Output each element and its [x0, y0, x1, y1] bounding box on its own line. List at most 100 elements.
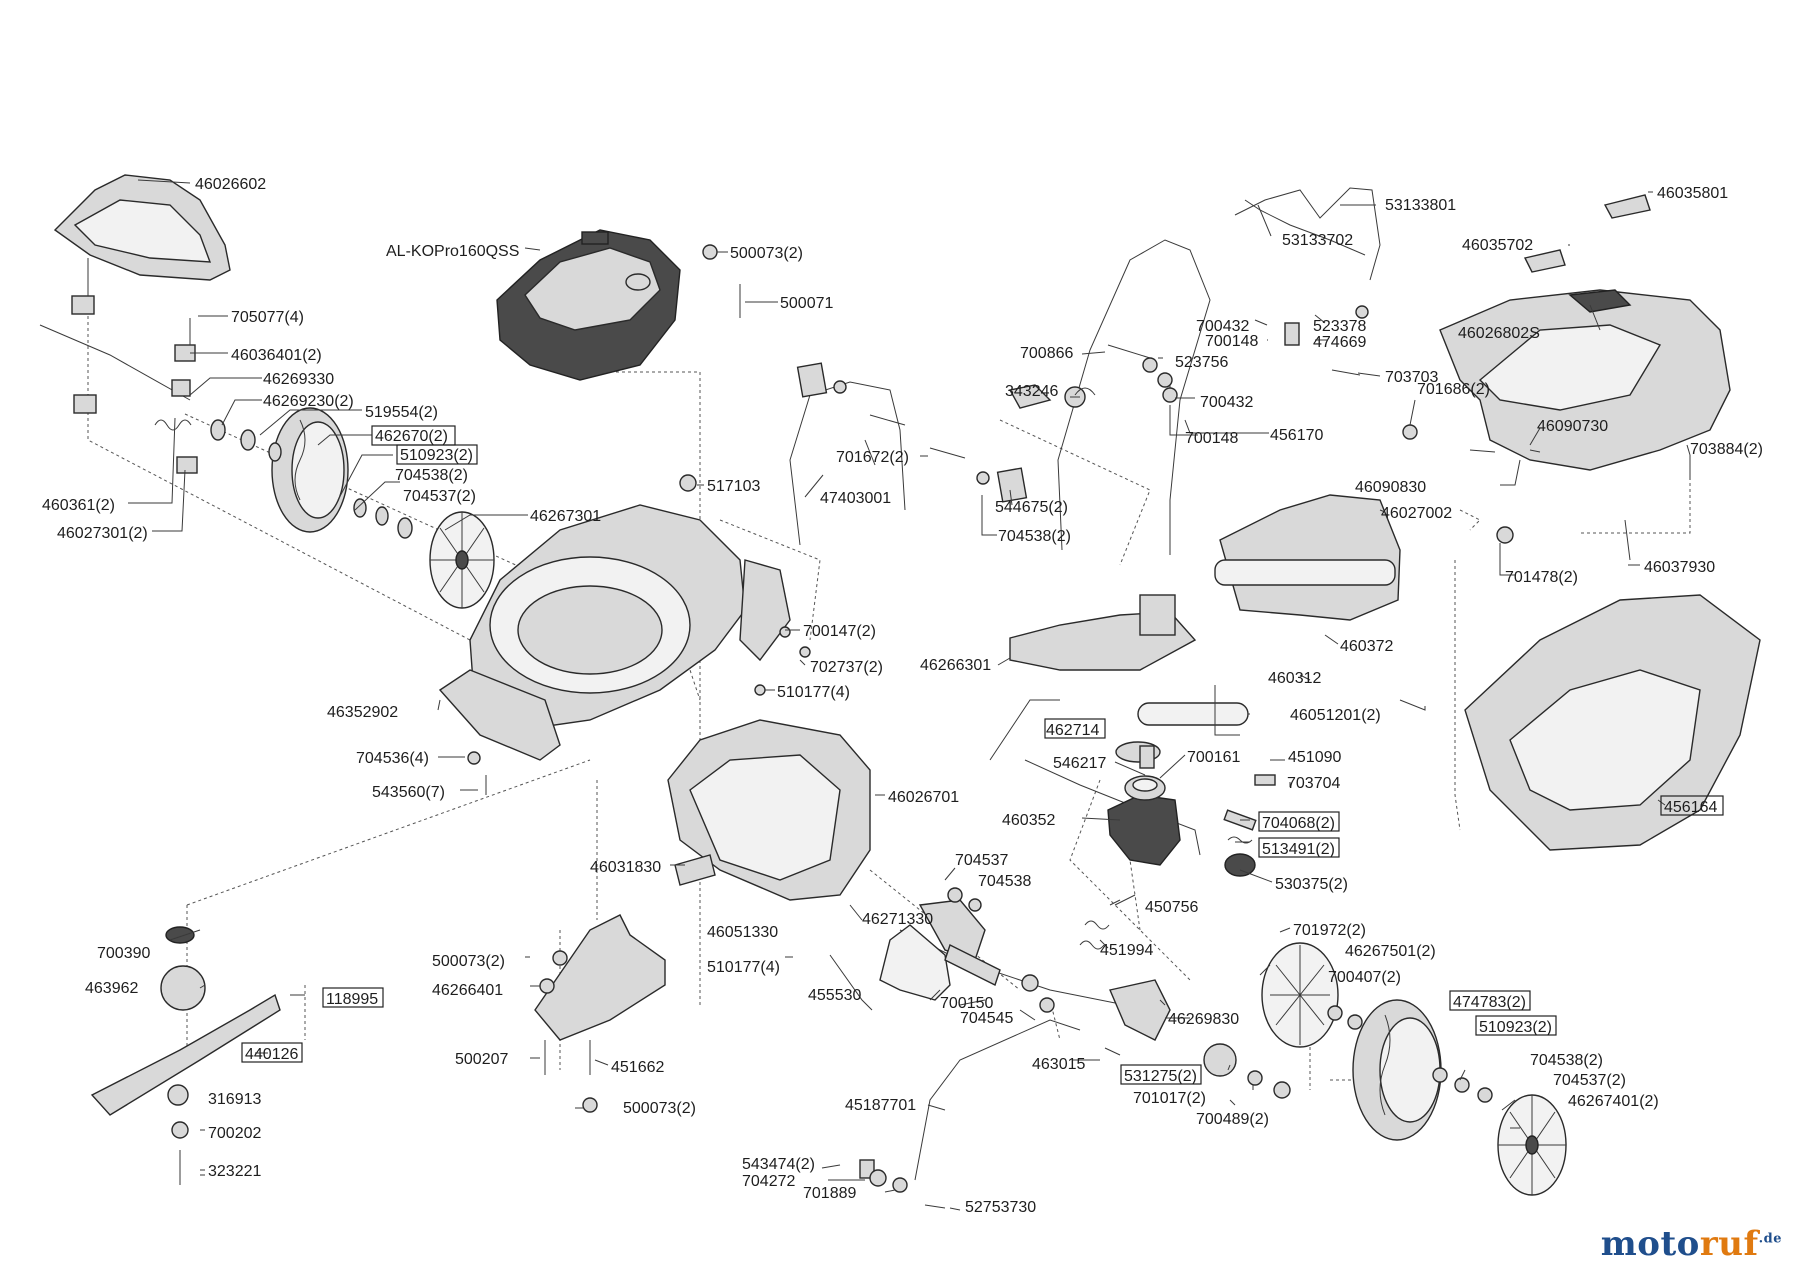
- part-label: 46026602: [195, 176, 266, 193]
- part-label: 701478(2): [1505, 569, 1578, 586]
- part-label: 52753730: [965, 1199, 1036, 1216]
- part-label: 704537(2): [403, 488, 476, 505]
- part-label: 451090: [1288, 749, 1341, 766]
- part-label: 523756: [1175, 354, 1228, 371]
- part-label: 46269230(2): [263, 393, 354, 410]
- drive-cable-part: [989, 699, 1155, 930]
- blade-assembly-part: [90, 926, 598, 1185]
- misc-spring-part: [1008, 384, 1276, 950]
- part-label: 46026802S: [1458, 325, 1540, 342]
- part-label: 500071: [780, 295, 833, 312]
- part-label: 500073(2): [730, 245, 803, 262]
- part-label: 500073(2): [432, 953, 505, 970]
- part-label: 703884(2): [1690, 441, 1763, 458]
- part-label: 700150: [940, 995, 993, 1012]
- part-label: 460312: [1268, 670, 1321, 687]
- part-label: 700148: [1205, 333, 1258, 350]
- grass-box-front-part: [1214, 494, 1401, 621]
- part-label: 456164: [1664, 799, 1717, 816]
- part-label: 703703: [1385, 369, 1438, 386]
- brand-part1: moto: [1600, 1224, 1700, 1264]
- upper-handle-part: [1057, 187, 1381, 555]
- grass-bag-part: [1464, 594, 1761, 851]
- part-label: 46031830: [590, 859, 661, 876]
- part-label: 45187701: [845, 1097, 916, 1114]
- part-label: 701672(2): [836, 449, 909, 466]
- lower-handle-part: [789, 362, 1028, 546]
- engine-fasteners-part: [679, 244, 741, 492]
- part-label: 510177(4): [707, 959, 780, 976]
- part-label: 46269330: [263, 371, 334, 388]
- part-label: 46037930: [1644, 559, 1715, 576]
- part-label: 46051330: [707, 924, 778, 941]
- part-label: 474669: [1313, 334, 1366, 351]
- part-label: 700489(2): [1196, 1111, 1269, 1128]
- part-label: 546217: [1053, 755, 1106, 772]
- part-label: 460352: [1002, 812, 1055, 829]
- part-label: 47403001: [820, 490, 891, 507]
- part-label: 704538: [978, 873, 1031, 890]
- front-handle-lever-part: [859, 1019, 1081, 1209]
- part-label: 705077(4): [231, 309, 304, 326]
- part-label: 700148: [1185, 430, 1238, 447]
- rear-left-hubcap-part: [429, 511, 495, 609]
- part-label: 440126: [245, 1046, 298, 1063]
- part-label: 46051201(2): [1290, 707, 1381, 724]
- part-label: 543560(7): [372, 784, 445, 801]
- rear-left-wheel-part: [210, 407, 413, 539]
- part-label: 462714: [1046, 722, 1099, 739]
- part-label: 700407(2): [1328, 969, 1401, 986]
- part-label: 510177(4): [777, 684, 850, 701]
- part-label: 450756: [1145, 899, 1198, 916]
- part-label: 510923(2): [1479, 1019, 1552, 1036]
- part-label: 702737(2): [810, 659, 883, 676]
- part-label: 46035702: [1462, 237, 1533, 254]
- leader-lines: [128, 179, 1691, 1211]
- part-label: 704536(4): [356, 750, 429, 767]
- part-label: 704537(2): [1553, 1072, 1626, 1089]
- part-label: 500207: [455, 1051, 508, 1068]
- part-label: 455530: [808, 987, 861, 1004]
- part-label: 46271330: [862, 911, 933, 928]
- rear-chute-part: [667, 719, 871, 901]
- part-label: 316913: [208, 1091, 261, 1108]
- part-label: 704538(2): [1530, 1052, 1603, 1069]
- part-label: 460361(2): [42, 497, 115, 514]
- part-label: 46267401(2): [1568, 1093, 1659, 1110]
- part-label: 704545: [960, 1010, 1013, 1027]
- part-number-labels: AL-KOPro160QSS 46026602 500073(2) 500071…: [42, 176, 1763, 1216]
- part-label: 704537: [955, 852, 1008, 869]
- part-label: 701972(2): [1293, 922, 1366, 939]
- belt-part: [1137, 702, 1249, 726]
- part-label: 523378: [1313, 318, 1366, 335]
- part-label: 700432: [1200, 394, 1253, 411]
- part-label: 46036401(2): [231, 347, 322, 364]
- part-label: 46267501(2): [1345, 943, 1436, 960]
- part-label: 500073(2): [623, 1100, 696, 1117]
- part-label: 46026701: [888, 789, 959, 806]
- part-label: 543474(2): [742, 1156, 815, 1173]
- brand-watermark: motoruf.de: [1601, 1224, 1782, 1264]
- part-label: 46269830: [1168, 1011, 1239, 1028]
- part-label: 474783(2): [1453, 994, 1526, 1011]
- part-label: 46352902: [327, 704, 398, 721]
- brand-suffix: .de: [1758, 1231, 1782, 1247]
- part-label: 323221: [208, 1163, 261, 1180]
- front-wheel-part: [1261, 942, 1493, 1141]
- part-label: 46090830: [1355, 479, 1426, 496]
- part-label: 451662: [611, 1059, 664, 1076]
- part-label: 118995: [326, 991, 378, 1008]
- front-axle-part: [879, 887, 1171, 1041]
- part-label: 700432: [1196, 318, 1249, 335]
- part-label: 700202: [208, 1125, 261, 1142]
- part-label: 700866: [1020, 345, 1073, 362]
- rear-flap-part: [53, 174, 231, 281]
- front-hubcap-part: [1497, 1094, 1567, 1196]
- part-label: 544675(2): [995, 499, 1068, 516]
- blade-guard-part: [534, 914, 666, 1041]
- mulch-insert-part: [1009, 594, 1197, 671]
- left-axle-part: [39, 258, 198, 474]
- part-label: 701017(2): [1133, 1090, 1206, 1107]
